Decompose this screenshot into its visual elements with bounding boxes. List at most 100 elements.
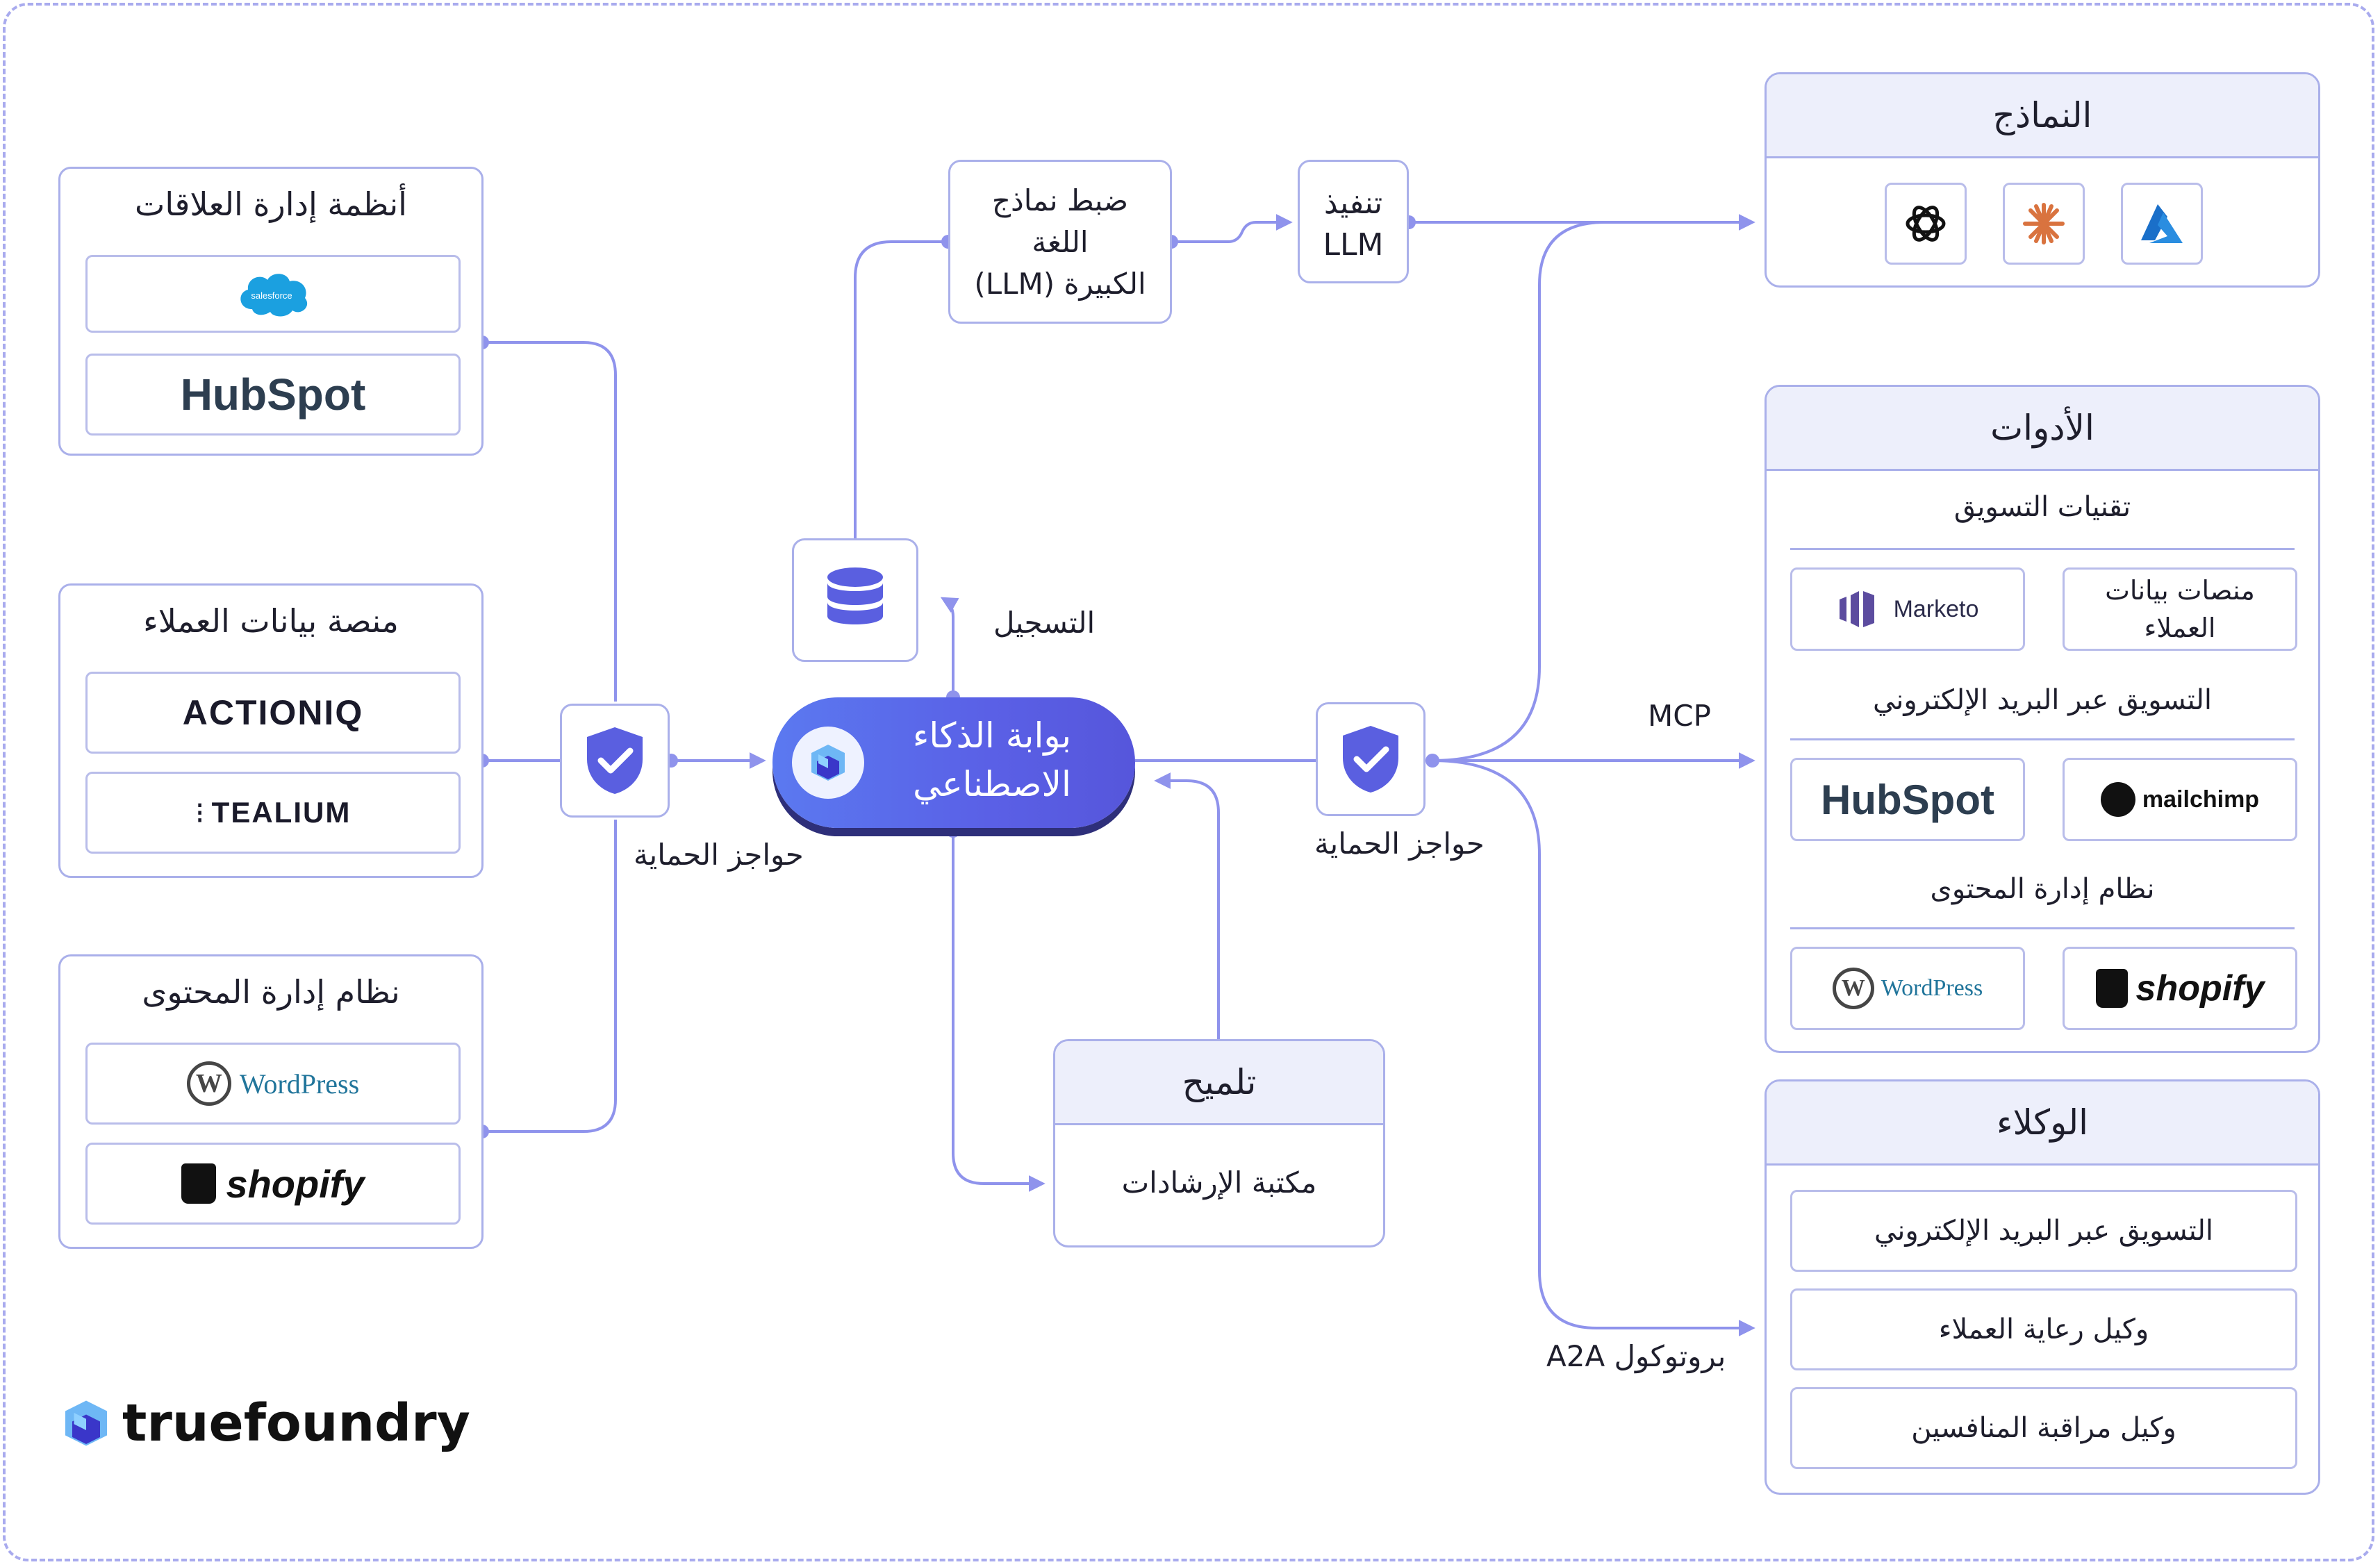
- wire-prompt-return: [1154, 772, 1220, 1039]
- models-title: النماذج: [1767, 74, 2318, 158]
- actioniq-logo[interactable]: ACTIONIQ: [85, 672, 461, 754]
- wordpress-tool-logo[interactable]: W WordPress: [1790, 947, 2025, 1030]
- ai-gateway[interactable]: بوابة الذكاء الاصطناعي: [772, 697, 1135, 828]
- cdp-box: منصة بيانات العملاء ACTIONIQ ⁝ TEALIUM: [58, 583, 484, 878]
- brand-name: truefoundry: [122, 1393, 470, 1453]
- agents-title: الوكلاء: [1767, 1081, 2318, 1166]
- salesforce-logo[interactable]: salesforce: [85, 255, 461, 333]
- crm-box: أنظمة إدارة العلاقات salesforce HubSpot: [58, 167, 484, 456]
- tools-title: الأدوات: [1767, 387, 2318, 471]
- cms-title: نظام إدارة المحتوى: [142, 973, 400, 1011]
- agent-email-marketing-label: التسويق عبر البريد الإلكتروني: [1874, 1215, 2214, 1247]
- hubspot-tool-wordmark: HubSpot: [1821, 776, 1994, 823]
- wire-prompt: [952, 831, 1046, 1192]
- mailchimp-logo[interactable]: mailchimp: [2063, 758, 2297, 841]
- wordpress-tool-icon: W: [1832, 968, 1874, 1009]
- crm-title: أنظمة إدارة العلاقات: [135, 185, 407, 223]
- marketing-tech-divider: [1790, 548, 2295, 550]
- llm-run-line1: تنفيذ: [1323, 185, 1383, 221]
- cdp-title: منصة بيانات العملاء: [143, 602, 399, 640]
- mailchimp-icon: [2100, 782, 2135, 817]
- agent-customer-care-label: وكيل رعاية العملاء: [1938, 1313, 2149, 1345]
- agents-panel: الوكلاء التسويق عبر البريد الإلكتروني وك…: [1765, 1079, 2320, 1495]
- gateway-label-line1: بوابة الذكاء: [912, 715, 1072, 756]
- prompt-title: تلميح: [1055, 1041, 1383, 1125]
- agent-email-marketing[interactable]: التسويق عبر البريد الإلكتروني: [1790, 1190, 2297, 1272]
- models-panel: النماذج: [1765, 72, 2320, 288]
- anthropic-icon: [2023, 203, 2065, 244]
- actioniq-wordmark: ACTIONIQ: [182, 693, 364, 732]
- gateway-label: بوابة الذكاء الاصطناعي: [870, 711, 1114, 809]
- shield-check-icon: [1343, 726, 1398, 793]
- email-marketing-divider: [1790, 738, 2295, 740]
- wordpress-logo[interactable]: W WordPress: [85, 1043, 461, 1125]
- azure-tile[interactable]: [2121, 183, 2203, 265]
- llm-run-line2: LLM: [1323, 227, 1384, 263]
- guardrail-right[interactable]: [1316, 702, 1425, 816]
- shopify-tool-logo[interactable]: shopify: [2063, 947, 2297, 1030]
- marketo-wordmark: Marketo: [1893, 595, 1979, 622]
- mcp-label: MCP: [1648, 699, 1711, 733]
- agent-competitor-watch[interactable]: وكيل مراقبة المنافسين: [1790, 1387, 2297, 1469]
- database-icon: [827, 567, 883, 624]
- tealium-logo[interactable]: ⁝ TEALIUM: [85, 772, 461, 854]
- a2a-label: بروتوكول A2A: [1546, 1339, 1726, 1373]
- cms-box: نظام إدارة المحتوى W WordPress shopify: [58, 954, 484, 1249]
- guardrail-left-label: حواجز الحماية: [634, 838, 804, 872]
- guardrail-left[interactable]: [560, 704, 670, 818]
- wordpress-tool-wordmark: WordPress: [1881, 975, 1983, 1001]
- truefoundry-cube-icon: [65, 1400, 107, 1446]
- salesforce-wordmark: salesforce: [251, 290, 292, 301]
- logging-label: التسجيل: [993, 606, 1096, 640]
- hubspot-tool-logo[interactable]: HubSpot: [1790, 758, 2025, 841]
- finetune-line2: اللغة: [1032, 225, 1089, 259]
- shopify-bag-icon: [181, 1163, 217, 1204]
- diagram-frame: [3, 3, 2374, 1561]
- anthropic-tile[interactable]: [2003, 183, 2085, 265]
- cdp-tool-card[interactable]: منصات بيانات العملاء: [2063, 567, 2297, 651]
- finetune-label: ضبط نماذج اللغة الكبيرة (LLM): [950, 180, 1170, 305]
- azure-icon: [2141, 204, 2183, 243]
- marketo-logo[interactable]: Marketo: [1790, 567, 2025, 651]
- marketing-tech-title: تقنيات التسويق: [1953, 491, 2131, 523]
- tools-panel: الأدوات تقنيات التسويق Marketo منصات بيا…: [1765, 385, 2320, 1053]
- shopify-logo[interactable]: shopify: [85, 1143, 461, 1225]
- database-box[interactable]: [792, 538, 918, 662]
- agent-customer-care[interactable]: وكيل رعاية العملاء: [1790, 1288, 2297, 1370]
- wire-llm: [1171, 214, 1293, 243]
- email-marketing-title: التسويق عبر البريد الإلكتروني: [1872, 684, 2213, 716]
- tools-cms-divider: [1790, 927, 2295, 929]
- openai-tile[interactable]: [1885, 183, 1967, 265]
- brand-logo: truefoundry: [58, 1393, 470, 1453]
- finetune-line3: الكبيرة (LLM): [974, 267, 1146, 301]
- hubspot-wordmark: HubSpot: [180, 370, 366, 420]
- wire-to-models: [1432, 221, 1605, 762]
- cdp-tool-label: منصات بيانات العملاء: [2105, 575, 2255, 643]
- shopify-tool-wordmark: shopify: [2135, 968, 2265, 1009]
- hubspot-logo[interactable]: HubSpot: [85, 354, 461, 436]
- wire-finetune: [854, 240, 948, 538]
- salesforce-icon: salesforce: [240, 274, 308, 317]
- guardrail-right-label: حواجز الحماية: [1314, 827, 1485, 861]
- wire-cms: [482, 820, 617, 1133]
- llm-run-label: تنفيذ LLM: [1300, 183, 1407, 266]
- mailchimp-wordmark: mailchimp: [2142, 786, 2260, 813]
- llm-run-box[interactable]: تنفيذ LLM: [1298, 160, 1409, 283]
- wordpress-icon: W: [186, 1061, 231, 1106]
- gateway-cube-icon: [792, 727, 864, 799]
- agent-competitor-watch-label: وكيل مراقبة المنافسين: [1911, 1412, 2176, 1444]
- tools-cms-title: نظام إدارة المحتوى: [1930, 873, 2155, 905]
- prompt-library[interactable]: مكتبة الإرشادات: [1121, 1166, 1317, 1200]
- tealium-wordmark: TEALIUM: [211, 796, 352, 829]
- tealium-dots-icon: ⁝: [195, 795, 205, 831]
- wire-logging: [940, 597, 959, 697]
- shopify-wordmark: shopify: [226, 1161, 365, 1206]
- shield-check-icon: [587, 727, 643, 794]
- gateway-label-line2: الاصطناعي: [913, 764, 1071, 804]
- openai-icon: [1906, 206, 1946, 242]
- finetune-line1: ضبط نماذج: [991, 183, 1129, 217]
- wire-crm: [482, 341, 617, 702]
- finetune-box[interactable]: ضبط نماذج اللغة الكبيرة (LLM): [948, 160, 1172, 324]
- marketo-icon: [1839, 591, 1874, 627]
